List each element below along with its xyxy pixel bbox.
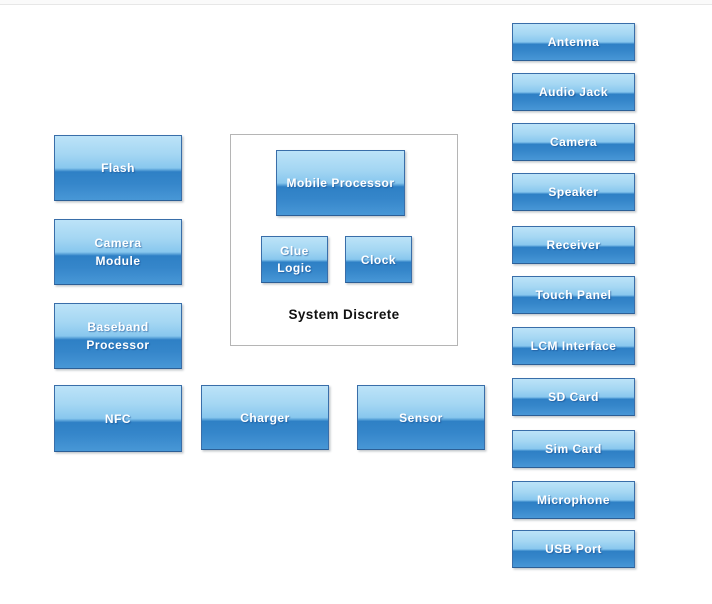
node-antenna: Antenna (512, 23, 635, 61)
node-flash: Flash (54, 135, 182, 201)
node-touch-panel: Touch Panel (512, 276, 635, 314)
node-sensor: Sensor (357, 385, 485, 450)
node-glue-logic: Glue Logic (261, 236, 328, 283)
system-discrete-label: System Discrete (288, 307, 400, 322)
node-speaker: Speaker (512, 173, 635, 211)
node-camera: Camera (512, 123, 635, 161)
node-sim-card: Sim Card (512, 430, 635, 468)
node-charger: Charger (201, 385, 329, 450)
node-camera-module: Camera Module (54, 219, 182, 285)
node-nfc: NFC (54, 385, 182, 452)
node-receiver: Receiver (512, 226, 635, 264)
node-lcm-interface: LCM Interface (512, 327, 635, 365)
node-usb-port: USB Port (512, 530, 635, 568)
node-clock: Clock (345, 236, 412, 283)
node-baseband-processor: Baseband Processor (54, 303, 182, 369)
top-toolbar-edge (0, 0, 712, 5)
node-microphone: Microphone (512, 481, 635, 519)
node-mobile-processor: Mobile Processor (276, 150, 405, 216)
node-audio-jack: Audio Jack (512, 73, 635, 111)
node-sd-card: SD Card (512, 378, 635, 416)
